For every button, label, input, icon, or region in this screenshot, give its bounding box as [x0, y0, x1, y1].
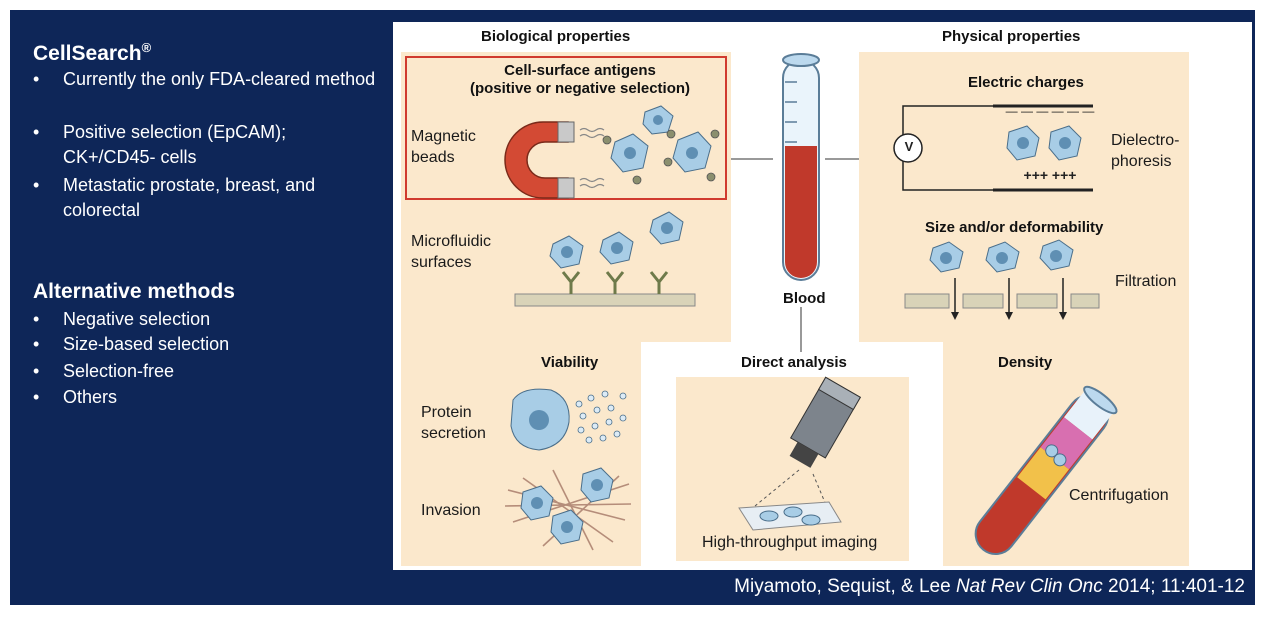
electric-charges-title: Electric charges	[968, 74, 1084, 91]
antigen-title: Cell-surface antigens (positive or negat…	[469, 62, 691, 97]
magnetic-beads-label: Magnetic beads	[411, 128, 476, 166]
alt-bullet-1: Negative selection	[33, 307, 210, 332]
antigen-highlight-box	[405, 56, 727, 200]
alt-bullet-4: Others	[33, 385, 117, 410]
bead-cells-icon	[602, 105, 720, 185]
cellsearch-bullet-1: Currently the only FDA-cleared method	[33, 67, 383, 92]
density-title: Density	[998, 354, 1053, 371]
viability-title: Viability	[541, 354, 599, 371]
protein-secretion-icon	[510, 388, 627, 451]
blood-tube-icon	[782, 53, 820, 281]
microfluidic-label: Microfluidic surfaces	[411, 233, 492, 271]
alternative-methods-heading: Alternative methods	[33, 280, 235, 303]
figure-artwork	[504, 53, 1118, 555]
centrifuge-tube-icon	[974, 385, 1118, 555]
direct-analysis-title: Direct analysis	[741, 354, 847, 371]
citation: Miyamoto, Sequist, & Lee Nat Rev Clin On…	[734, 576, 1245, 598]
citation-authors: Miyamoto, Sequist, & Lee	[734, 576, 956, 597]
invasion-label: Invasion	[421, 502, 481, 519]
biological-properties-title: Biological properties	[481, 28, 631, 45]
microscope-icon	[738, 376, 862, 531]
dielectrophoresis-label: Dielectro- phoresis	[1111, 132, 1180, 170]
invasion-icon	[504, 467, 632, 551]
magnet-icon	[504, 121, 575, 199]
cellsearch-bullet-3: Metastatic prostate, breast, and colorec…	[33, 173, 363, 223]
voltmeter-symbol: V	[904, 139, 914, 154]
citation-journal: Nat Rev Clin Onc	[955, 576, 1103, 597]
citation-details: 2014; 11:401-12	[1102, 576, 1245, 597]
direct-analysis-panel	[676, 377, 909, 561]
alt-bullet-3: Selection-free	[33, 359, 174, 384]
minus-charges: — — — — — —	[1005, 104, 1095, 118]
centrifugation-label: Centrifugation	[1069, 487, 1169, 504]
high-throughput-imaging-label: High-throughput imaging	[702, 534, 878, 551]
filtration-icon	[904, 239, 1100, 320]
viability-panel	[401, 342, 641, 566]
cellsearch-title: CellSearch	[33, 42, 142, 65]
size-deformability-title: Size and/or deformability	[925, 219, 1104, 236]
cellsearch-bullet-2: Positive selection (EpCAM); CK+/CD45- ce…	[33, 120, 383, 170]
cellsearch-heading: CellSearch®	[33, 40, 151, 66]
registered-mark: ®	[141, 40, 152, 55]
plus-charges: +++ +++	[1023, 167, 1077, 183]
protein-secretion-label: Protein secretion	[421, 404, 486, 442]
alt-bullet-2: Size-based selection	[33, 332, 229, 357]
blood-label: Blood	[783, 290, 826, 307]
ctc-isolation-figure: Biological properties Physical propertie…	[393, 22, 1252, 570]
physical-properties-title: Physical properties	[942, 28, 1081, 45]
filtration-label: Filtration	[1115, 273, 1177, 290]
slide: CellSearch® Currently the only FDA-clear…	[10, 10, 1255, 605]
microfluidic-surface-icon	[514, 211, 696, 307]
